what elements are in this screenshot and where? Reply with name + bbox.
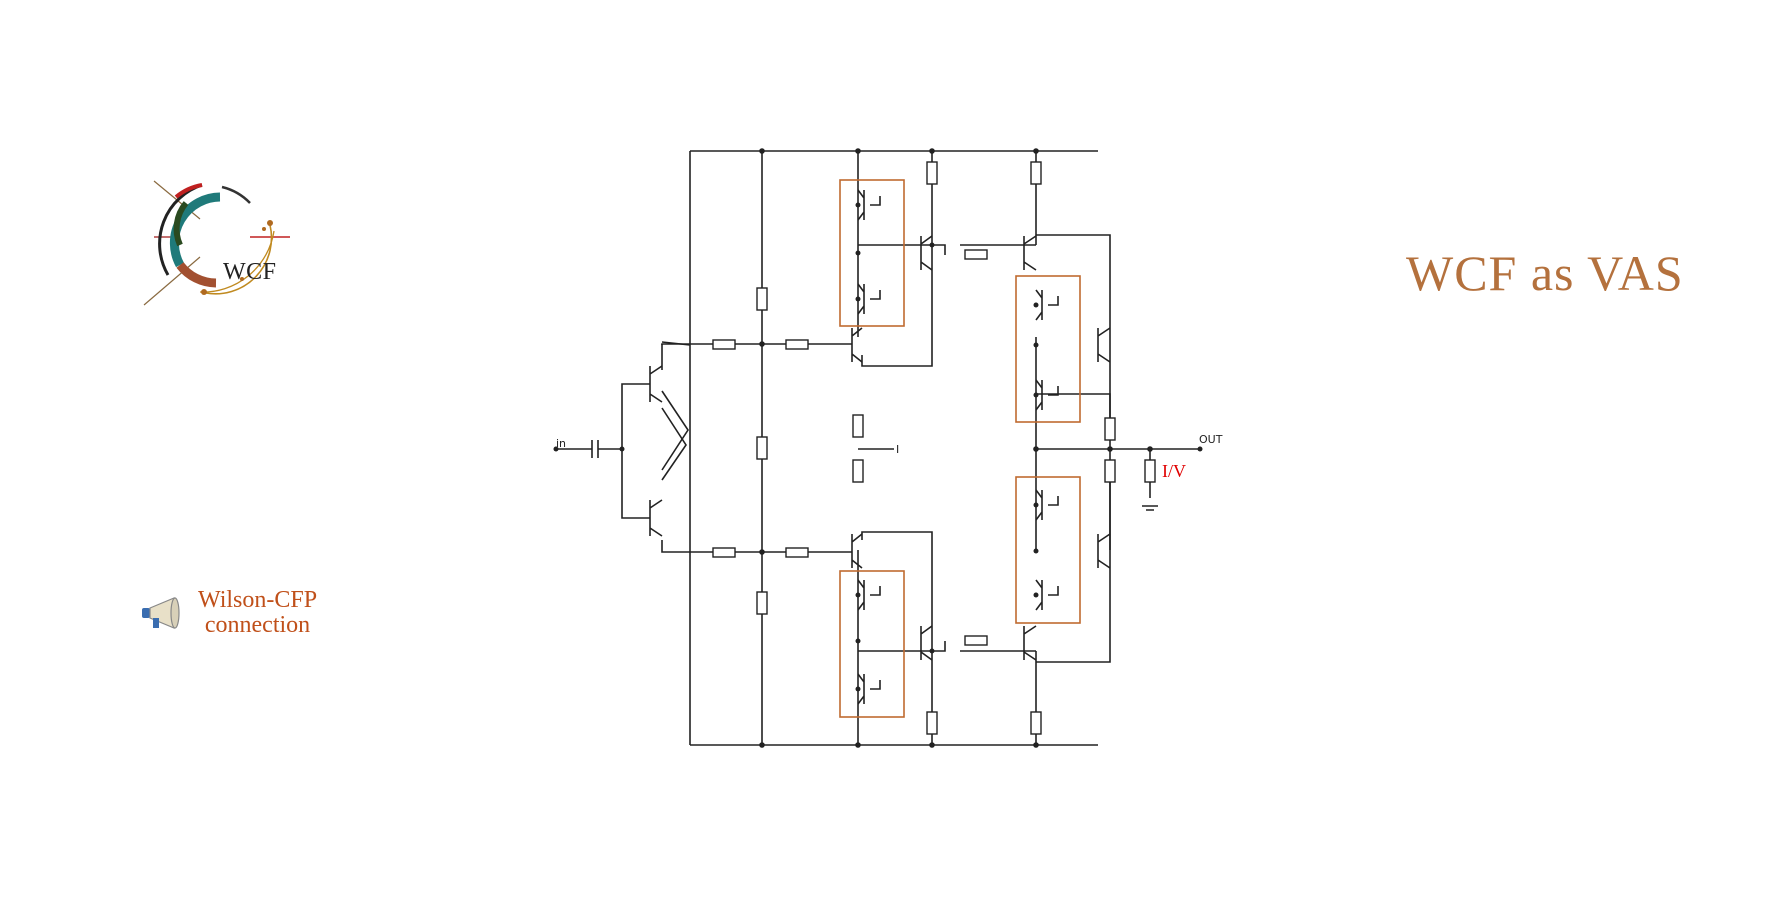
resistor [1104,417,1116,441]
resistor [1144,459,1156,483]
resistor [712,339,736,350]
junctions [553,148,1203,748]
megaphone-icon [142,597,180,629]
resistor [1104,459,1116,483]
resistor [1030,161,1042,185]
resistor [964,635,988,646]
resistor [964,249,988,260]
wcf-logo [143,180,290,306]
current-label: I [896,443,899,456]
resistor [926,711,938,735]
highlight-box [839,570,905,718]
highlight-box [839,179,905,327]
resistor [1030,711,1042,735]
resistor [756,591,768,615]
wcf-highlight-boxes [839,179,1081,718]
annotation-line2: connection [204,612,311,638]
annotation-line1: Wilson-CFP [198,587,318,613]
output-label: OUT [1199,433,1223,446]
wiring [556,150,1200,746]
resistor [852,459,864,483]
resistor [785,547,809,558]
slide-title: WCF as VAS [1406,245,1684,301]
load-label: I/V [1162,461,1186,481]
resistor [756,287,768,311]
resistor [926,161,938,185]
resistors [712,161,1156,735]
annotation-label: Wilson-CFP connection [198,588,317,638]
input-capacitor [591,440,599,458]
transistors [649,189,1111,705]
input-label: in [556,437,566,450]
resistor [756,436,768,460]
highlight-box [1015,275,1081,423]
highlight-box [1015,476,1081,624]
resistor [712,547,736,558]
annotation-callout[interactable]: Wilson-CFP connection [140,588,317,638]
resistor [785,339,809,350]
logo-text: WCF [223,259,277,285]
resistor [852,414,864,438]
